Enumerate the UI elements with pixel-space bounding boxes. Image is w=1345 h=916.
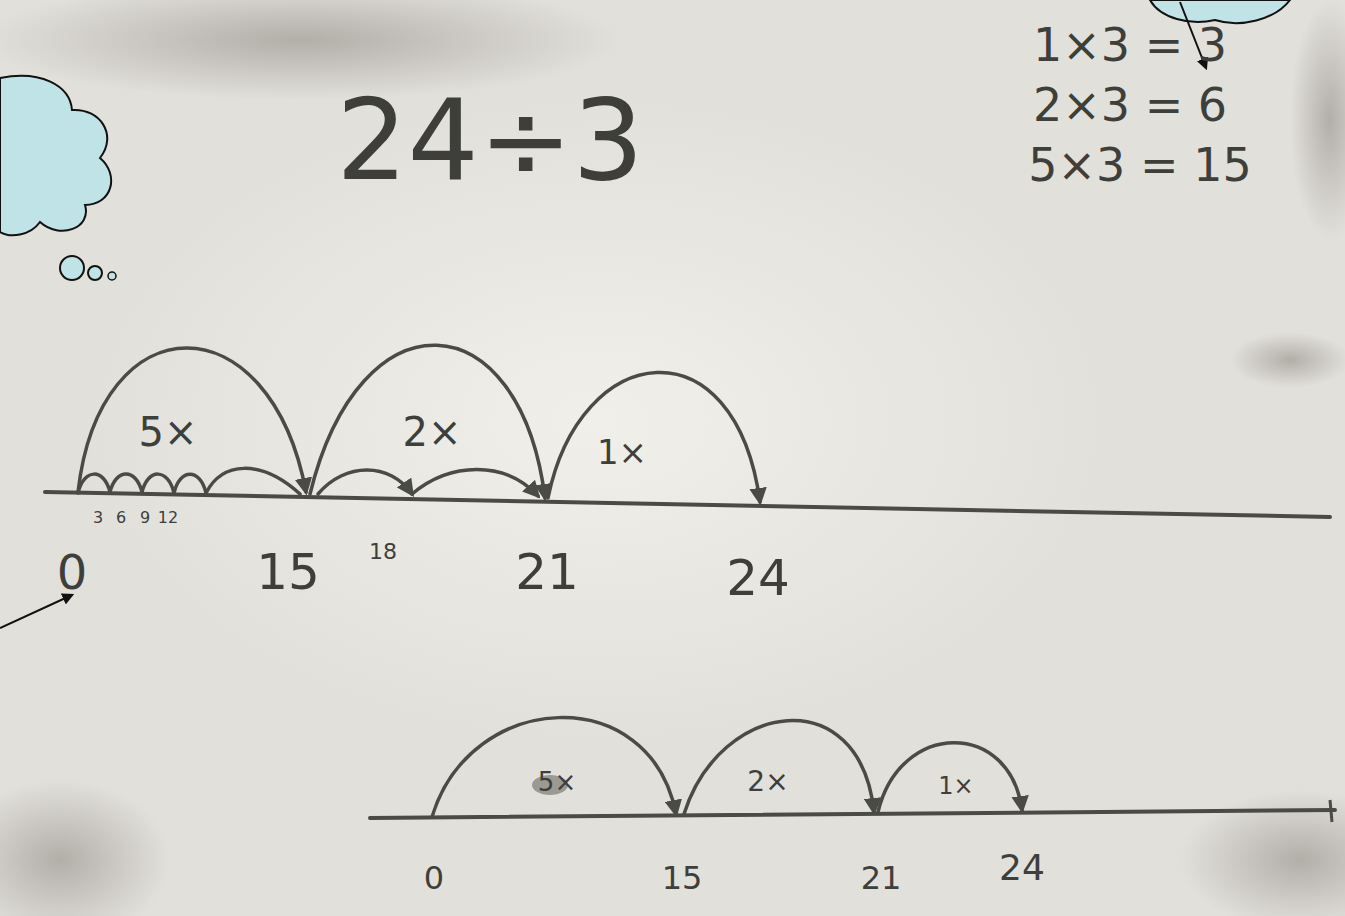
multiplication-fact: 5×3 = 15 (1028, 142, 1251, 188)
multiplication-fact: 2×3 = 6 (1033, 82, 1227, 128)
number-label: 15 (662, 862, 703, 894)
number-label: 3 (93, 510, 103, 526)
jump-label: 1× (597, 435, 647, 469)
number-label: 21 (515, 547, 579, 597)
number-label: 18 (369, 541, 397, 563)
number-label: 21 (861, 862, 902, 894)
number-label: 24 (999, 850, 1045, 886)
number-label: 0 (57, 548, 88, 596)
number-label: 9 (140, 510, 150, 526)
number-line (45, 492, 1330, 517)
jump-label: 2× (403, 412, 462, 452)
number-label: 24 (726, 553, 790, 603)
title-expression: 24÷3 (336, 84, 644, 196)
number-label: 6 (116, 510, 126, 526)
number-label: 0 (424, 862, 444, 894)
thought-cloud (0, 76, 111, 235)
number-line (370, 810, 1335, 818)
number-label: 15 (256, 547, 320, 597)
jump-label: 5× (538, 769, 576, 795)
jump-label: 2× (747, 768, 788, 796)
jump-label: 1× (938, 774, 973, 798)
jump-label: 5× (139, 412, 198, 452)
number-label: 12 (158, 510, 178, 526)
multiplication-fact: 1×3 = 3 (1033, 22, 1227, 68)
pointer-arrow (0, 595, 72, 628)
thought-cloud (1150, 0, 1290, 23)
